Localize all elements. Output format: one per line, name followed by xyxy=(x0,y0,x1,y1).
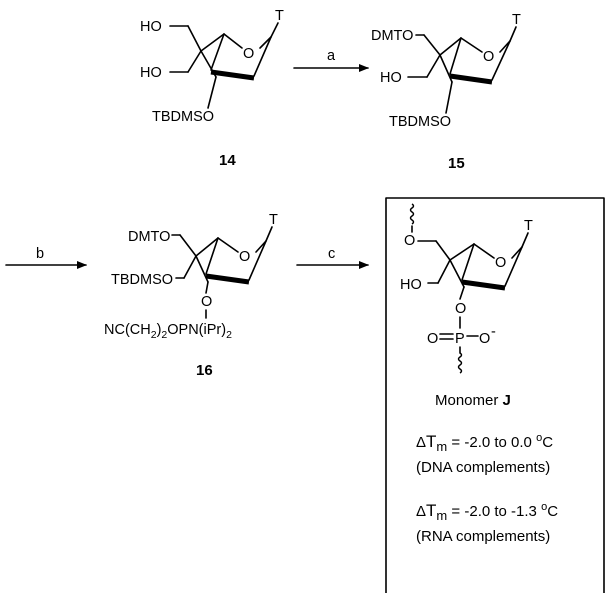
compound-16-top-substituent: DMTO xyxy=(128,229,170,245)
arrow-b: b xyxy=(5,246,87,269)
compound-14-ring xyxy=(200,22,279,109)
monomer-j-mid-substituent: HO xyxy=(400,277,422,293)
compound-15: O T DMTO HO TBDMSO 15 xyxy=(371,12,521,172)
compound-15-mid-substituent: HO xyxy=(380,70,402,86)
compound-15-ring xyxy=(439,26,517,114)
monomer-j: O O T HO O P O O - Monomer J xyxy=(400,203,533,409)
tm-note-rna-complement: (RNA complements) xyxy=(416,528,550,545)
compound-14-top-substituent: HO xyxy=(140,19,162,35)
arrow-a: a xyxy=(293,48,369,72)
tm-note-dna-complement: (DNA complements) xyxy=(416,459,550,476)
tm-note-rna-value: ΔTm = -2.0 to -1.3 oC xyxy=(416,501,558,523)
compound-15-number: 15 xyxy=(448,155,465,172)
arrow-a-label: a xyxy=(327,48,336,64)
compound-14: O T HO HO TBDMSO 14 xyxy=(140,8,284,169)
compound-16-phosphoramidite: NC(CH2)2OPN(iPr)2 xyxy=(104,322,232,341)
monomer-j-ring-oxygen: O xyxy=(495,255,506,271)
compound-14-ring-oxygen: O xyxy=(243,46,254,62)
arrow-b-label: b xyxy=(36,246,44,262)
monomer-j-single-bond-oxygen: O xyxy=(479,331,490,347)
arrow-c: c xyxy=(296,246,369,269)
monomer-j-ring xyxy=(449,232,529,300)
compound-15-low-substituent: TBDMSO xyxy=(389,114,451,130)
compound-15-top-substituent: DMTO xyxy=(371,28,413,44)
monomer-j-name: Monomer J xyxy=(435,392,511,409)
compound-16: O T DMTO TBDMSO O NC(CH2)2OPN(iPr)2 16 xyxy=(104,212,278,379)
compound-16-low-oxygen: O xyxy=(201,294,212,310)
tm-note-dna-value: ΔTm = -2.0 to 0.0 oC xyxy=(416,432,553,454)
compound-14-mid-substituent: HO xyxy=(140,65,162,81)
monomer-j-charge: - xyxy=(491,324,496,340)
compound-15-base: T xyxy=(512,12,521,28)
compound-16-ring-oxygen: O xyxy=(239,249,250,265)
compound-14-number: 14 xyxy=(219,152,236,169)
monomer-j-box xyxy=(385,197,605,593)
monomer-j-double-bond-oxygen: O xyxy=(427,331,438,347)
arrow-c-label: c xyxy=(328,246,335,262)
compound-14-base: T xyxy=(275,8,284,24)
compound-14-low-substituent: TBDMSO xyxy=(152,109,214,125)
monomer-j-low-oxygen: O xyxy=(455,301,466,317)
tm-note-rna: ΔTm = -2.0 to -1.3 oC (RNA complements) xyxy=(416,501,558,545)
compound-16-number: 16 xyxy=(196,362,213,379)
compound-16-base: T xyxy=(269,212,278,228)
monomer-j-base: T xyxy=(524,218,533,234)
monomer-j-top-wavy-bond xyxy=(409,203,415,225)
monomer-j-phosphorus: P xyxy=(455,331,465,347)
compound-16-ring xyxy=(195,226,273,294)
compound-16-mid-substituent: TBDMSO xyxy=(111,272,173,288)
tm-note-dna: ΔTm = -2.0 to 0.0 oC (DNA complements) xyxy=(416,432,553,476)
compound-15-ring-oxygen: O xyxy=(483,49,494,65)
monomer-j-top-oxygen: O xyxy=(404,233,415,249)
monomer-j-bottom-wavy-bond xyxy=(457,352,463,374)
